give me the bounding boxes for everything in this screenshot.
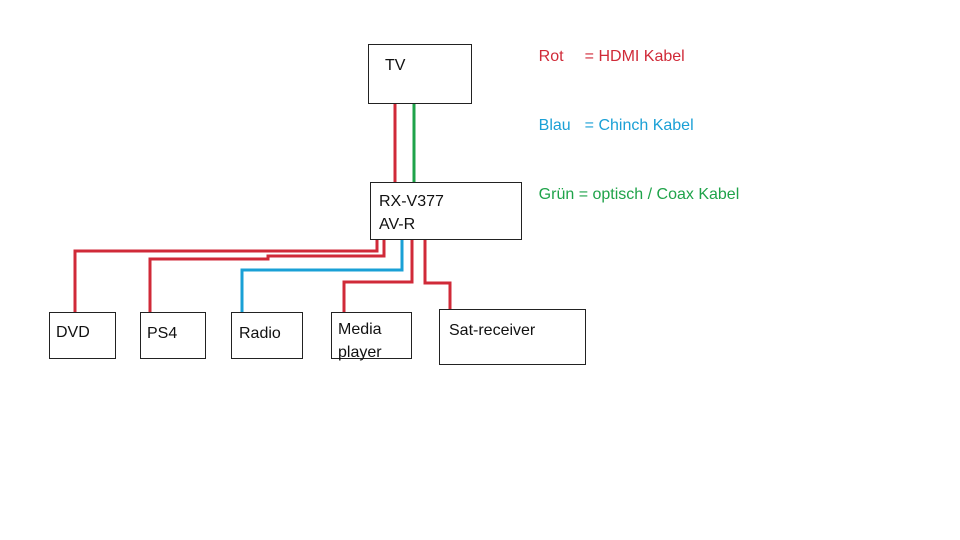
ps4-label: PS4 bbox=[147, 325, 178, 342]
cable-dvd-hdmi bbox=[73, 239, 379, 313]
legend-color-label: Grün bbox=[538, 186, 575, 203]
legend-row-cinch: Blau = Chinch Kabel bbox=[512, 91, 739, 160]
cable-media-hdmi bbox=[342, 239, 414, 313]
legend-row-optical: Grün = optisch / Coax Kabel bbox=[512, 160, 740, 229]
radio-label: Radio bbox=[239, 325, 281, 342]
cable-radio-cinch bbox=[240, 239, 404, 313]
cable-sat-hdmi bbox=[423, 239, 452, 310]
media-player-line2: player bbox=[338, 344, 382, 361]
cable-legend: Rot = HDMI Kabel Blau = Chinch Kabel Grün … bbox=[512, 22, 740, 229]
media-player-box: Media player bbox=[331, 312, 412, 361]
legend-color-label: Rot bbox=[538, 48, 564, 65]
radio-box: Radio bbox=[231, 312, 303, 359]
legend-cable-text: = optisch / Coax Kabel bbox=[578, 186, 740, 203]
legend-row-hdmi: Rot = HDMI Kabel bbox=[512, 22, 739, 91]
cable-ps4-hdmi bbox=[148, 239, 386, 313]
legend-color-label: Blau bbox=[538, 117, 571, 134]
media-player-line1: Media bbox=[338, 321, 382, 338]
receiver-type-label: AV-R bbox=[379, 216, 416, 233]
sat-receiver-label: Sat-receiver bbox=[449, 322, 536, 339]
ps4-box: PS4 bbox=[140, 312, 206, 359]
dvd-label: DVD bbox=[56, 324, 90, 341]
legend-cable-text: = HDMI Kabel bbox=[584, 48, 685, 65]
sat-receiver-box: Sat-receiver bbox=[439, 309, 586, 365]
receiver-model-label: RX-V377 bbox=[379, 193, 444, 210]
dvd-box: DVD bbox=[49, 312, 116, 359]
tv-box: TV bbox=[368, 44, 472, 104]
receiver-box: RX-V377 AV-R bbox=[370, 182, 522, 240]
tv-label: TV bbox=[385, 57, 406, 74]
legend-cable-text: = Chinch Kabel bbox=[584, 117, 694, 134]
